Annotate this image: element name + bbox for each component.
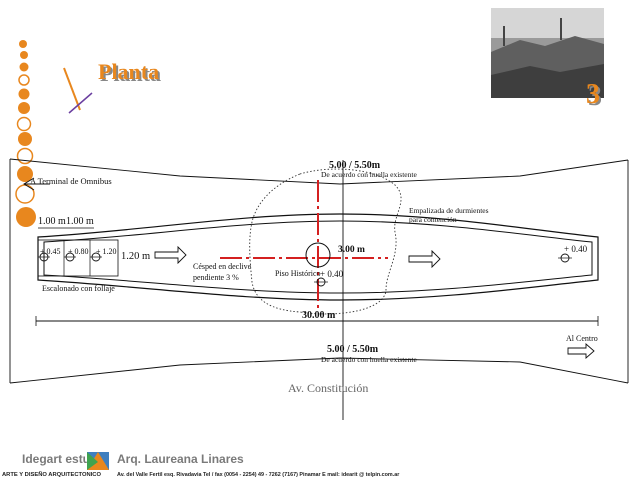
bottom-note: De acuerdo con huella existente bbox=[321, 355, 417, 364]
to-center-label: Al Centro bbox=[566, 334, 598, 343]
architect-name: Arq. Laureana Linares bbox=[117, 452, 244, 466]
bullet-column bbox=[15, 40, 36, 227]
historic-floor-circle bbox=[305, 242, 331, 268]
title-shadow: Planta bbox=[100, 61, 161, 86]
width-120: 1.20 m bbox=[121, 251, 150, 262]
title-ornament bbox=[63, 67, 93, 114]
terrace-steps bbox=[37, 239, 119, 277]
bullet-ring bbox=[16, 116, 32, 132]
top-note: De acuerdo con huella existente bbox=[321, 170, 417, 179]
page-number: 3 bbox=[586, 79, 600, 110]
footer: Idegart estudio ARTE Y DISEÑO ARQUITECTO… bbox=[2, 452, 400, 478]
studio-logo bbox=[87, 452, 109, 470]
page-number-shadow: 3 bbox=[588, 81, 602, 112]
studio-subtitle: ARTE Y DISEÑO ARQUITECTONICO bbox=[2, 471, 101, 478]
level-040-center: + 0.40 bbox=[320, 269, 344, 279]
walkway bbox=[37, 213, 599, 301]
contact-line: Av. del Valle Fertil esq. Rivadavia Tel … bbox=[117, 472, 400, 478]
bullet-ring bbox=[15, 184, 35, 204]
terminal-label: A Terminal de Omnibus bbox=[30, 176, 112, 186]
width-dim-1: 1.00 m bbox=[38, 216, 66, 227]
bullet-dot bbox=[17, 166, 33, 182]
sleepers-label-1: Empalizada de durmientes bbox=[409, 206, 489, 215]
dim-300: 3.00 m bbox=[338, 245, 365, 255]
page-title: Planta bbox=[98, 59, 159, 84]
dimension-30m bbox=[35, 316, 599, 326]
dim-3000: 30.00 m bbox=[302, 310, 336, 321]
level-markers bbox=[38, 252, 572, 287]
level-120: + 1.20 bbox=[96, 247, 117, 256]
width-dim-2: 1.00 m bbox=[66, 216, 94, 227]
bullet-dot bbox=[19, 40, 27, 48]
site-boundary bbox=[9, 158, 629, 384]
level-040-right: + 0.40 bbox=[564, 244, 588, 254]
level-080: + 0.80 bbox=[68, 247, 89, 256]
slope-note-2: pendiente 3 % bbox=[193, 273, 239, 282]
bottom-dimension: 5.00 / 5.50m bbox=[327, 344, 379, 355]
bullet-dot bbox=[20, 51, 28, 59]
existing-footprint-outline bbox=[249, 168, 402, 315]
historic-floor-label: Piso Histórico bbox=[275, 269, 321, 278]
bullet-dot bbox=[19, 62, 29, 72]
avenue-label: Av. Constitución bbox=[288, 381, 368, 395]
level-045: + 0.45 bbox=[40, 247, 61, 256]
sleepers-label-2: para contención bbox=[409, 215, 457, 224]
direction-arrows bbox=[23, 177, 595, 359]
bullet-dot bbox=[18, 132, 32, 146]
red-axis-cross bbox=[220, 180, 388, 312]
site-photo bbox=[491, 8, 604, 98]
bullet-ring bbox=[16, 147, 34, 165]
studio-name: Idegart estudio bbox=[22, 452, 108, 466]
top-dimension: 5.00 / 5.50m bbox=[329, 160, 381, 171]
slope-note-1: Césped en declive bbox=[193, 262, 252, 271]
terraced-label: Escalonado con follaje bbox=[42, 284, 115, 293]
bullet-ring bbox=[18, 74, 30, 86]
bullet-dot bbox=[18, 102, 30, 114]
bullet-dot bbox=[16, 207, 36, 227]
bullet-dot bbox=[18, 88, 30, 100]
